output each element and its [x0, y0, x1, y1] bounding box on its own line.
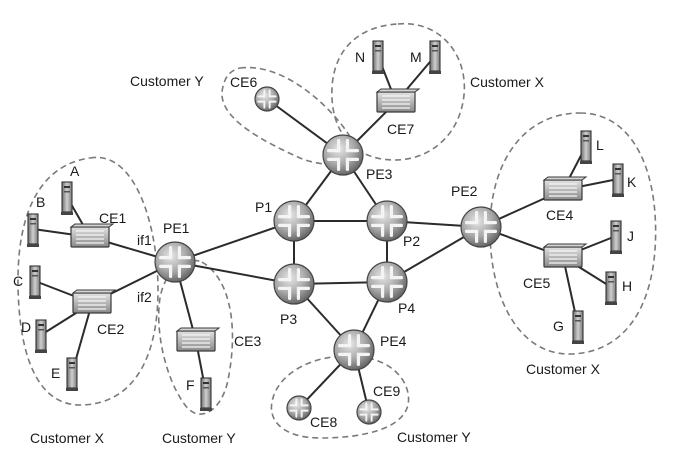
group-customer-x-left: Customer X	[30, 430, 105, 446]
ce8-router[interactable]	[286, 395, 312, 421]
region-customer-x-right	[489, 112, 657, 355]
group-customer-y-bottom: Customer Y	[397, 429, 471, 445]
label-p3: P3	[280, 311, 297, 327]
group-labels: Customer X Customer Y Customer Y Custome…	[30, 73, 601, 446]
host-c[interactable]	[29, 265, 41, 299]
pe3-router[interactable]	[322, 134, 364, 176]
label-if1: if1	[137, 232, 152, 248]
label-g: G	[553, 318, 564, 334]
label-ce7: CE7	[387, 121, 414, 137]
group-customer-y-top: Customer Y	[130, 73, 204, 89]
label-ce9: CE9	[373, 383, 400, 399]
host-n[interactable]	[372, 40, 384, 74]
label-h: H	[622, 278, 632, 294]
host-h[interactable]	[605, 271, 617, 305]
group-customer-x-top: Customer X	[470, 74, 545, 90]
nodes	[27, 40, 624, 425]
label-c: C	[13, 273, 23, 289]
pe1-router[interactable]	[154, 241, 196, 283]
label-pe3: PE3	[366, 166, 393, 182]
label-b: B	[36, 194, 45, 210]
host-b[interactable]	[27, 213, 39, 247]
label-d: D	[21, 319, 31, 335]
region-customer-y-pe1	[157, 259, 234, 415]
ce1-switch[interactable]	[69, 223, 115, 248]
group-customer-x-right: Customer X	[526, 361, 601, 377]
host-f[interactable]	[200, 377, 212, 411]
region-customer-x-left	[17, 156, 159, 406]
label-ce1: CE1	[99, 210, 126, 226]
p2-router[interactable]	[366, 200, 408, 242]
label-pe1: PE1	[163, 220, 190, 236]
pe2-router[interactable]	[460, 206, 502, 248]
label-l: L	[596, 137, 604, 153]
label-m: M	[410, 49, 422, 65]
label-if2: if2	[137, 289, 152, 305]
customer-regions	[17, 22, 657, 439]
label-ce6: CE6	[230, 74, 257, 90]
region-customer-x-top	[331, 22, 466, 161]
label-ce5: CE5	[523, 275, 550, 291]
label-a: A	[70, 163, 80, 179]
host-d[interactable]	[35, 319, 47, 353]
label-p1: P1	[255, 199, 272, 215]
label-k: K	[627, 174, 637, 190]
host-k[interactable]	[612, 163, 624, 197]
host-m[interactable]	[429, 40, 441, 74]
pe4-router[interactable]	[333, 329, 375, 371]
label-ce3: CE3	[234, 333, 261, 349]
label-p4: P4	[398, 300, 415, 316]
label-pe2: PE2	[451, 183, 478, 199]
host-j[interactable]	[610, 220, 622, 254]
p4-router[interactable]	[366, 261, 408, 303]
label-ce2: CE2	[97, 321, 124, 337]
label-n: N	[355, 49, 365, 65]
host-l[interactable]	[580, 130, 592, 164]
host-a[interactable]	[61, 181, 73, 215]
p1-router[interactable]	[273, 200, 315, 242]
link-pe1-p1	[174, 220, 295, 263]
p3-router[interactable]	[273, 263, 315, 305]
region-customer-y-top	[221, 66, 356, 165]
label-j: J	[627, 228, 634, 244]
ce3-switch[interactable]	[175, 327, 221, 352]
ce6-router[interactable]	[254, 86, 280, 112]
label-f: F	[186, 377, 195, 393]
host-e[interactable]	[66, 357, 78, 391]
label-e: E	[51, 365, 60, 381]
host-g[interactable]	[572, 310, 584, 344]
label-ce4: CE4	[546, 207, 573, 223]
label-pe4: PE4	[380, 333, 407, 349]
ce2-switch[interactable]	[71, 289, 117, 314]
ce7-switch[interactable]	[375, 88, 421, 113]
node-labels: PE1 PE2 PE3 PE4 P1 P2 P3 P4 CE1 CE2 CE3 …	[13, 49, 637, 430]
label-p2: P2	[403, 233, 420, 249]
ce5-switch[interactable]	[542, 243, 588, 268]
ce4-switch[interactable]	[542, 176, 588, 201]
ce9-router[interactable]	[356, 399, 382, 425]
label-ce8: CE8	[310, 414, 337, 430]
region-customer-y-bottom	[270, 355, 410, 439]
group-customer-y-pe1: Customer Y	[162, 430, 236, 446]
